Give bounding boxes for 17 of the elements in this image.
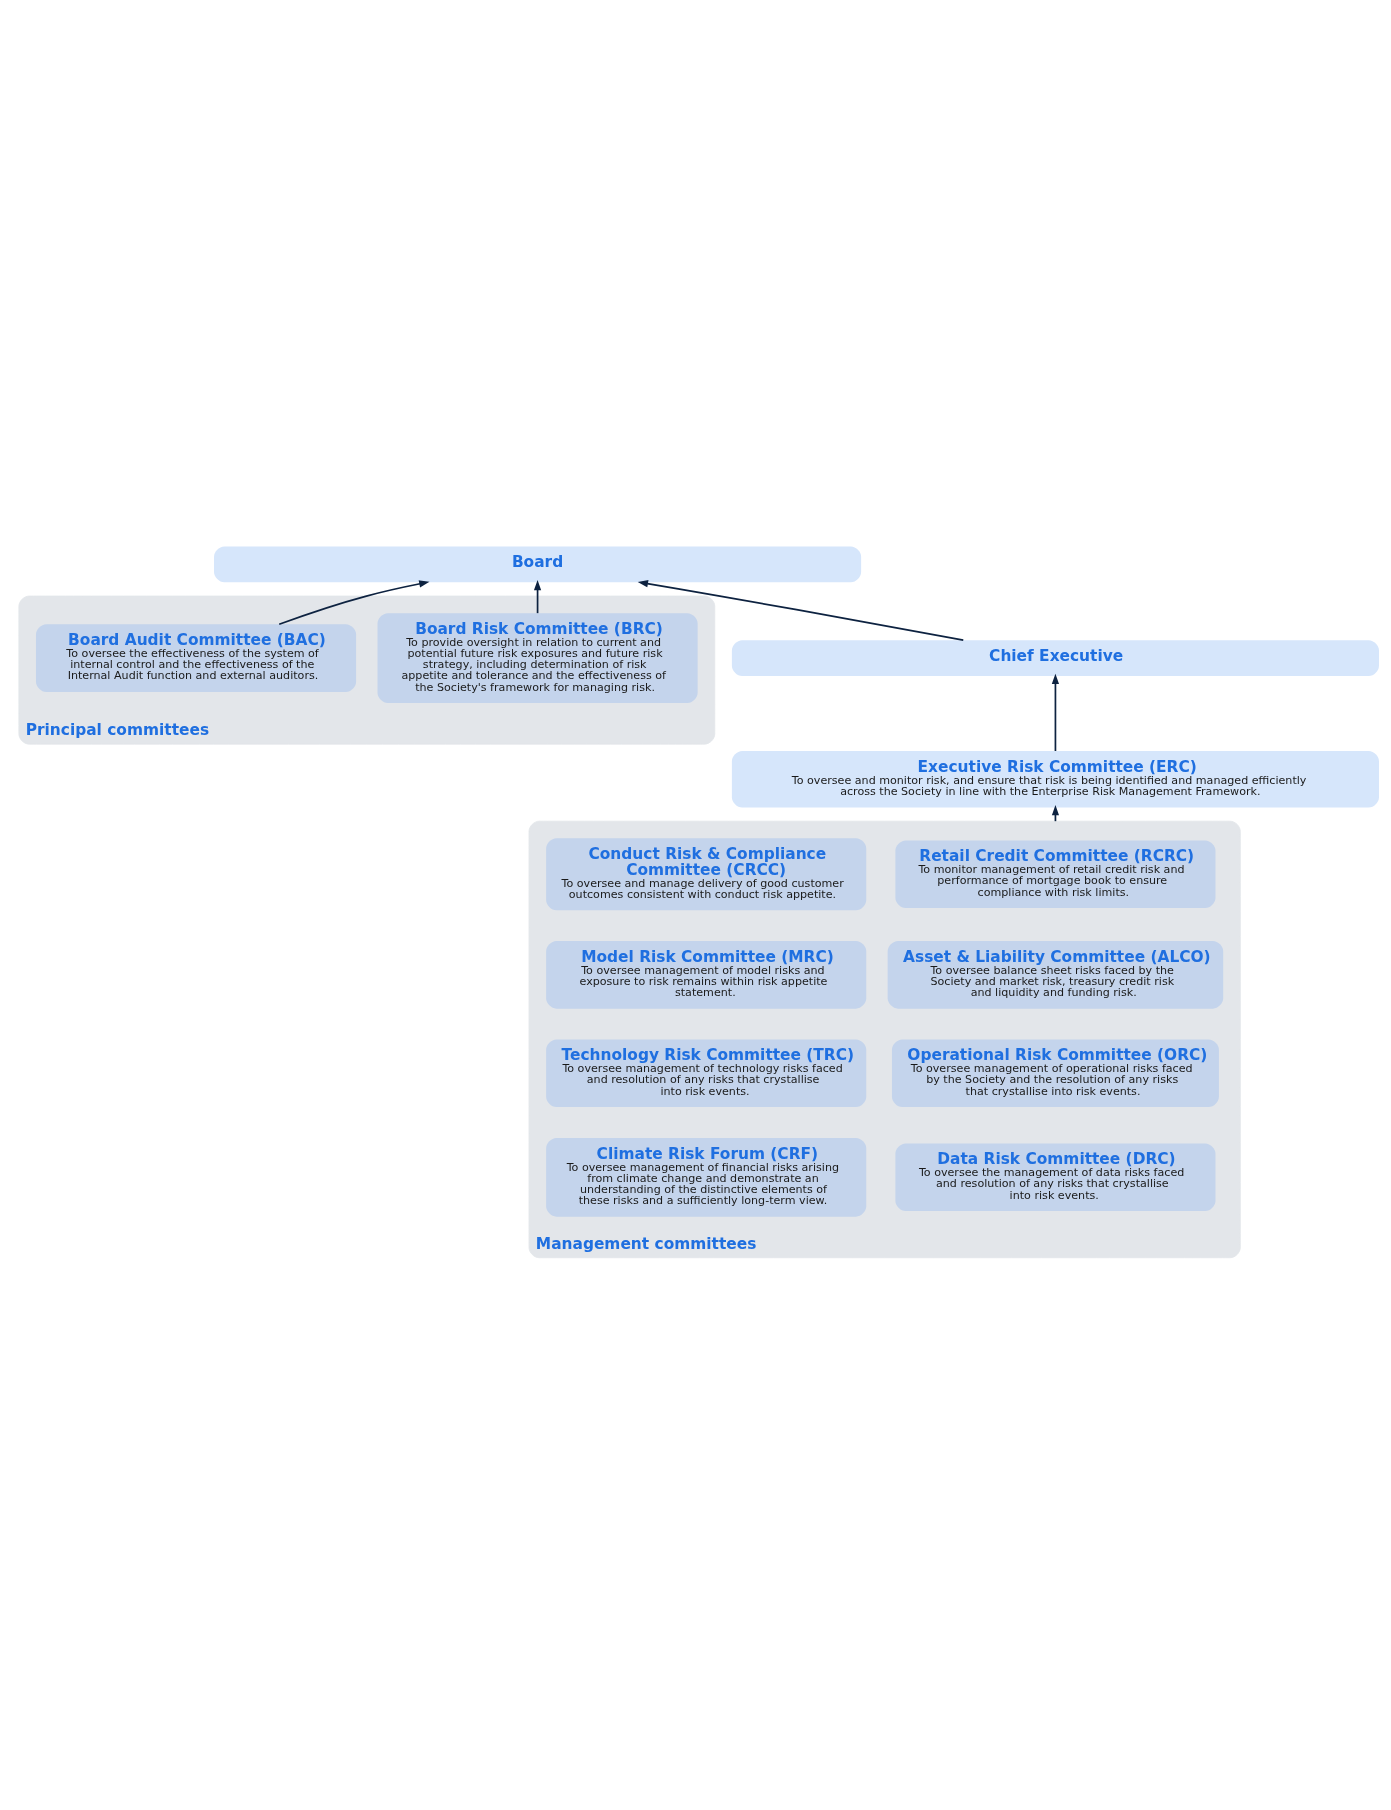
node-box: Board Risk Committee (BRC) To provide oversight in relation to current and potential future risk exposures and future risk strategy, including determination of risk appetite and tolerance and the effectiveness of the Society's framework for managing risk. [377,612,698,703]
arrow [1051,673,1060,752]
node-box: Chief Executive [731,639,1379,676]
node-box: Climate Risk Forum (CRF) To oversee management of financial risks arising from climate change and demonstrate an understanding of the distinctive elements of these risks and a sufficiently long-term view. [546,1137,867,1217]
node-box: Conduct Risk & Compliance Committee (CRCC) To oversee and manage delivery of good customer outcomes consistent with conduct risk appetite. [546,837,867,910]
node-box: Retail Credit Committee (RCRC) To monitor management of retail credit risk and performance of mortgage book to ensure compliance with risk limits. [895,839,1216,908]
node-box: Data Risk Committee (DRC) To oversee the management of data risks faced and resolution of any risks that crystallise into risk events. [895,1142,1216,1211]
arrow [533,579,542,614]
node-box: Executive Risk Committee (ERC) To oversee and monitor risk, and ensure that risk is being identified and managed efficiently across the Society in line with the Enterprise Risk Management Framework. [731,750,1379,807]
node-box: Model Risk Committee (MRC) To oversee management of model risks and exposure to risk remains within risk appetite statement. [546,940,867,1009]
node-box: Board Audit Committee (BAC) To oversee the effectiveness of the system of internal control and the effectiveness of the Internal Audit function and external auditors. [36,623,357,692]
arrow [637,579,965,641]
node-box: Asset & Liability Committee (ALCO) To oversee balance sheet risks faced by the Society and market risk, treasury credit risk and liquidity and funding risk. [887,940,1224,1009]
node-box: Operational Risk Committee (ORC) To oversee management of operational risks faced by the Society and the resolution of any risks that crystallise into risk events. [891,1038,1219,1107]
arrow [278,579,430,625]
node-box: Technology Risk Committee (TRC) To oversee management of technology risks faced and resolution of any risks that crystallise into risk events. [546,1038,867,1107]
node-box: Board [214,545,862,582]
